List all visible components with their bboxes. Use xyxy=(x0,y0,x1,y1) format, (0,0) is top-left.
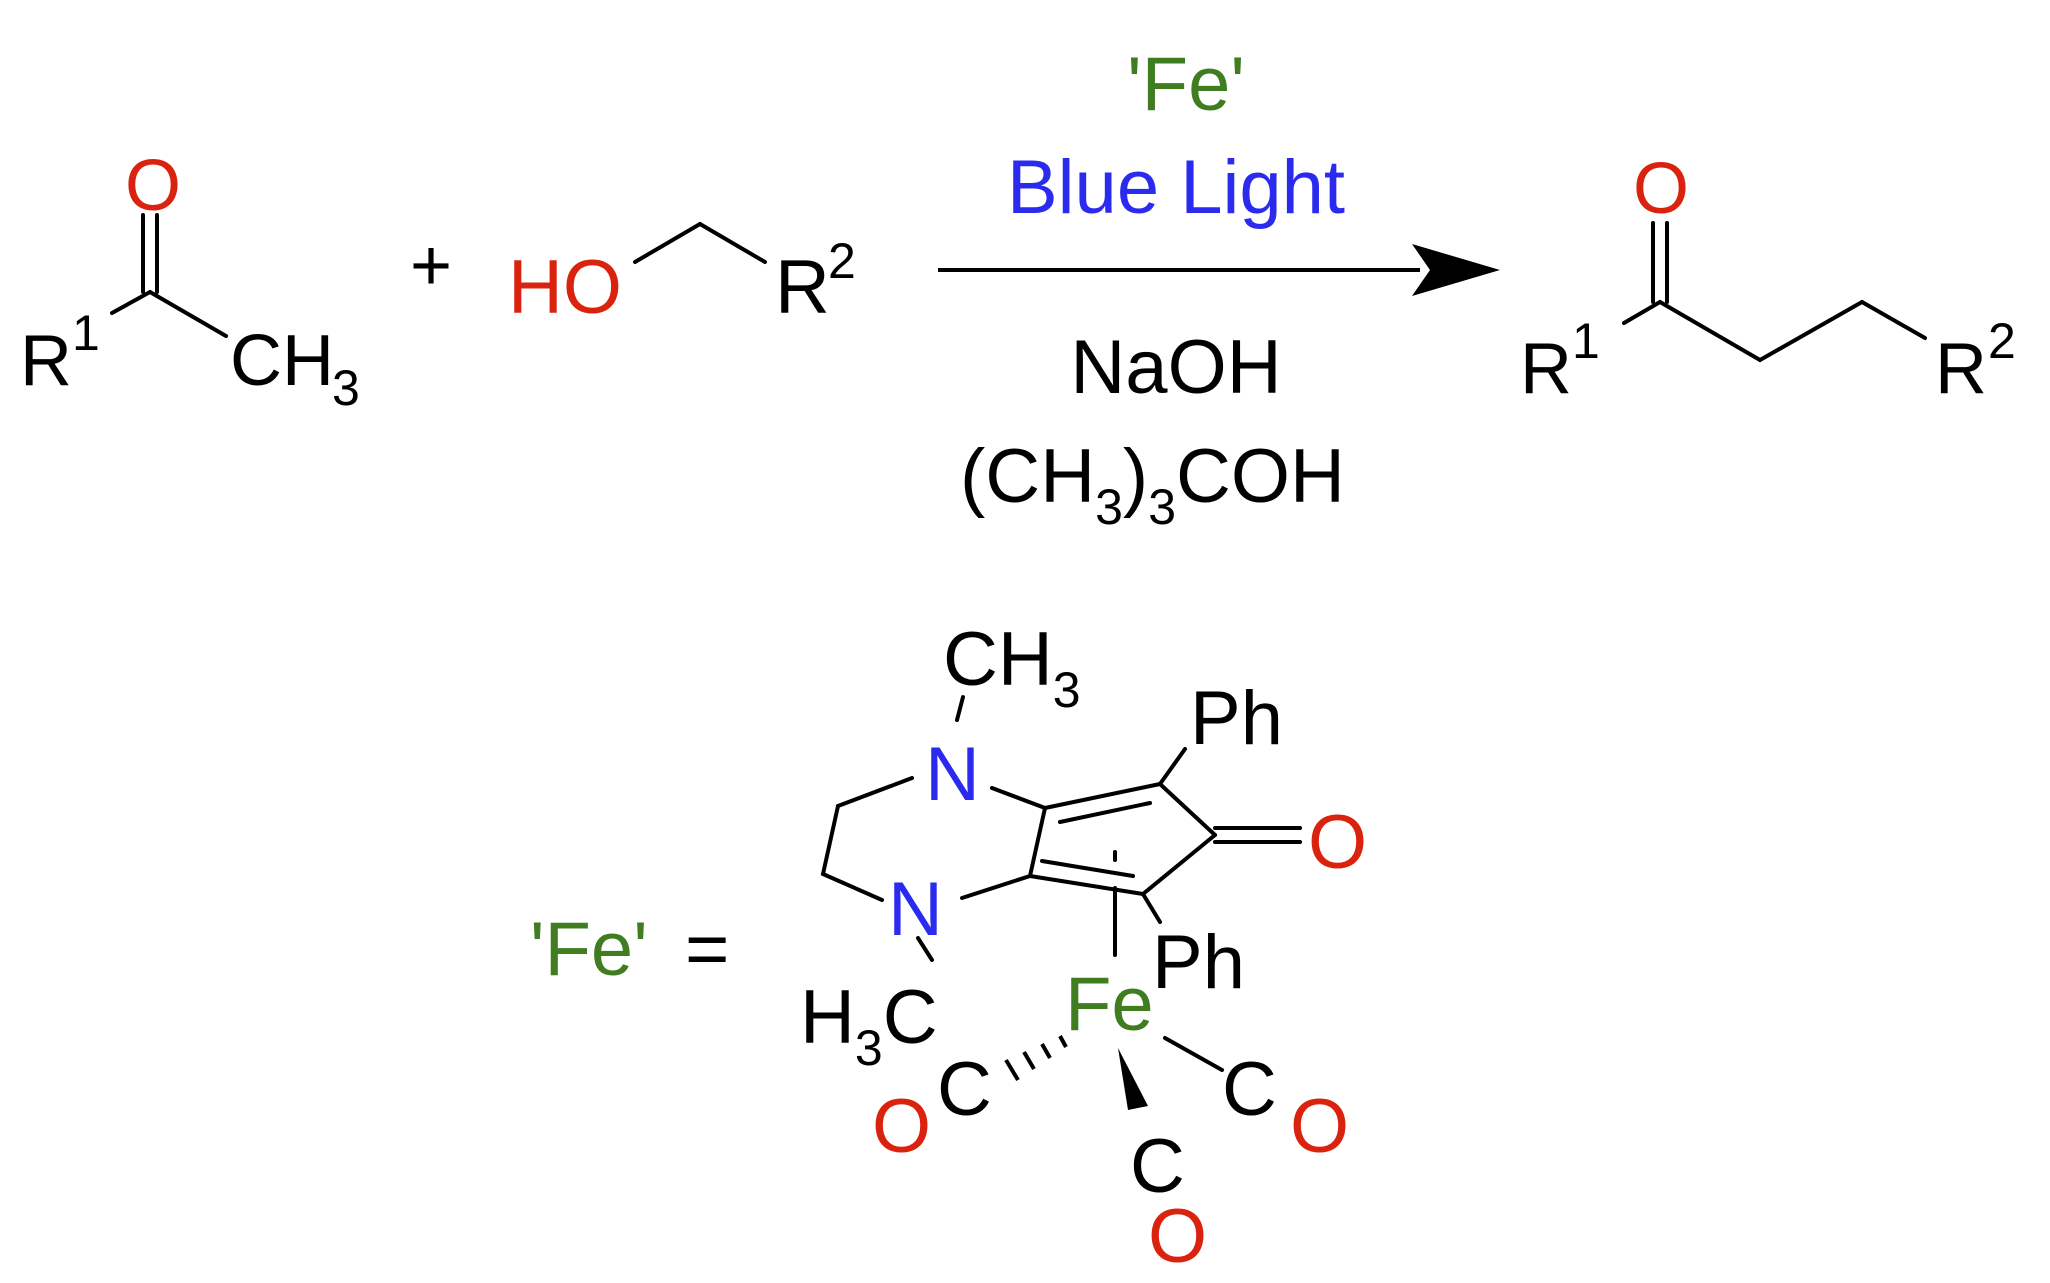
catalyst-co-bottom-c: C xyxy=(1130,1124,1185,1209)
product-oxygen: O xyxy=(1633,149,1689,229)
catalyst-definition: 'Fe' = N N CH3 H3C Ph Ph O Fe C O C O C … xyxy=(530,617,1367,1279)
plus-sign: + xyxy=(410,226,452,306)
bond-chain-ch2 xyxy=(821,804,840,876)
reaction-conditions: 'Fe' Blue Light NaOH (CH3)3COH xyxy=(938,42,1500,535)
solvent-index-1: 3 xyxy=(1095,479,1123,535)
catalyst-co-right-c: C xyxy=(1222,1047,1277,1132)
condition-catalyst: 'Fe' xyxy=(1127,42,1245,127)
bond-c3-c2 xyxy=(1158,782,1217,837)
catalyst-co-left-c: C xyxy=(937,1047,992,1132)
methyl-top-index: 3 xyxy=(1053,662,1081,718)
bond-c1-c2 xyxy=(1141,833,1217,896)
ketone-r1-bond xyxy=(110,290,152,315)
bond-ntop-c3a xyxy=(990,786,1047,810)
ketone-methyl-bond xyxy=(148,290,228,338)
product-chain-bond-2 xyxy=(1758,300,1864,362)
ketone-r1-index: 1 xyxy=(72,305,100,361)
product-r2-label: R xyxy=(1935,329,1987,409)
solvent-tail: COH xyxy=(1176,434,1345,519)
alcohol-o-c-bond xyxy=(633,222,702,264)
product-r1-bond xyxy=(1622,300,1662,325)
product-chain-bond-3 xyxy=(1860,300,1927,340)
product-r1-label: R xyxy=(1520,329,1572,409)
reactant-ketone: O R 1 CH 3 xyxy=(20,146,360,416)
condition-solvent: (CH3)3COH xyxy=(960,434,1345,535)
bond-c3-ph xyxy=(1158,747,1187,786)
bond-chain-nbottom xyxy=(821,872,884,902)
catalyst-co-bottom-o: O xyxy=(1148,1194,1207,1279)
solvent-open: (CH xyxy=(960,434,1095,519)
product-r2-index: 2 xyxy=(1988,313,2016,369)
bond-ntop-ring-chain xyxy=(836,776,914,808)
condition-base: NaOH xyxy=(1070,325,1281,410)
bond-c1-ph xyxy=(1141,892,1162,924)
solvent-close: ) xyxy=(1123,434,1148,519)
ketone-r1-label: R xyxy=(20,321,72,401)
bond-fe-co-right xyxy=(1163,1036,1224,1072)
catalyst-co-right-o: O xyxy=(1290,1084,1349,1169)
ketone-methyl-label: CH xyxy=(230,321,334,401)
alcohol-c-r2-bond xyxy=(698,222,767,264)
alcohol-r2-index: 2 xyxy=(828,233,856,289)
catalyst-iron: Fe xyxy=(1065,962,1154,1047)
product: O R 1 R 2 xyxy=(1520,149,2016,409)
bond-c3a-c7a xyxy=(1028,806,1047,878)
bond-fe-co-bottom-wedge xyxy=(1118,1048,1148,1110)
catalyst-co-left-o: O xyxy=(872,1084,931,1169)
ketone-oxygen: O xyxy=(125,146,181,226)
methyl-top-ch: CH xyxy=(943,617,1053,702)
catalyst-phenyl-top: Ph xyxy=(1190,676,1283,761)
product-chain-bond-1 xyxy=(1658,300,1762,362)
catalyst-equals: = xyxy=(685,907,729,992)
bond-c7a-c1 xyxy=(1028,874,1145,896)
alcohol-hydroxyl: HO xyxy=(508,245,622,330)
bond-fe-co-left-hashed xyxy=(1004,1035,1068,1082)
condition-light: Blue Light xyxy=(1007,145,1345,230)
methyl-bottom-c: C xyxy=(883,975,938,1060)
reactant-alcohol: HO R 2 xyxy=(508,222,856,330)
catalyst-phenyl-bottom: Ph xyxy=(1152,920,1245,1005)
solvent-index-2: 3 xyxy=(1148,479,1176,535)
catalyst-n-top: N xyxy=(925,732,980,817)
bond-c7a-c1-inner xyxy=(1040,859,1135,878)
catalyst-methyl-bottom: H3C xyxy=(800,975,938,1076)
methyl-bottom-h: H xyxy=(800,975,855,1060)
reaction-arrow-head xyxy=(1412,244,1500,296)
methyl-bottom-index: 3 xyxy=(855,1020,883,1076)
catalyst-label: 'Fe' xyxy=(530,907,648,992)
product-r1-index: 1 xyxy=(1572,313,1600,369)
bond-c3a-c3 xyxy=(1043,782,1162,810)
bond-nbottom-c7a xyxy=(960,874,1032,900)
bond-nbottom-methyl xyxy=(916,936,934,962)
alcohol-r2-label: R xyxy=(775,245,830,330)
bond-c3a-c3-inner xyxy=(1058,801,1152,824)
catalyst-n-bottom: N xyxy=(888,867,943,952)
catalyst-ketone-oxygen: O xyxy=(1308,800,1367,885)
ketone-methyl-index: 3 xyxy=(332,360,360,416)
bond-methyl-top xyxy=(955,695,965,722)
catalyst-methyl-top: CH3 xyxy=(943,617,1081,718)
